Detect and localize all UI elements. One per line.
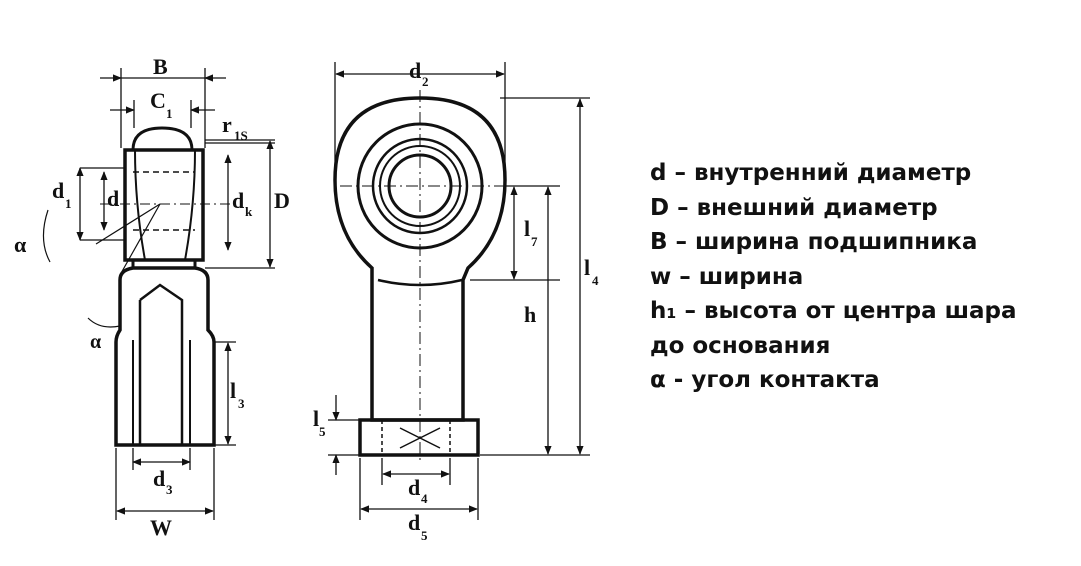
label-r1s-sub: 1S [234,128,248,143]
legend-line-D: D – внешний диаметр [650,194,938,221]
legend-line-w: w – ширина [650,263,804,290]
label-l3: l [230,378,236,403]
label-dk-sub: k [245,204,253,219]
label-d4: d [408,475,420,500]
label-W: W [150,515,172,540]
label-l7: l [524,216,530,241]
label-d3-sub: 3 [166,482,173,497]
label-alpha-2: α [90,331,101,353]
legend: d – внутренний диаметр D – внешний диаме… [650,156,1070,398]
legend-line-d: d – внутренний диаметр [650,160,972,186]
label-l4: l [584,255,590,280]
legend-line-alpha: α - угол контакта [650,367,880,393]
front-view [333,90,560,460]
label-D: D [274,188,290,213]
front-view-dimensions [328,62,590,520]
dimension-labels: B C 1 r 1S d 1 d d k D α α l 3 d 3 W d 2… [14,54,599,543]
label-l4-sub: 4 [592,273,599,288]
label-l3-sub: 3 [238,396,245,411]
legend-line-h1-cont: до основания [650,332,831,359]
label-dk: d [232,188,244,213]
label-B: B [153,54,168,79]
label-l7-sub: 7 [531,234,538,249]
label-d2-sub: 2 [422,74,429,89]
label-d3: d [153,466,165,491]
label-d: d [107,186,119,211]
side-view-dimensions [76,68,275,520]
side-view [42,126,230,447]
legend-line-B: B – ширина подшипника [650,229,978,255]
label-d1: d [52,178,64,203]
label-l5-sub: 5 [319,424,326,439]
label-r1s: r [222,112,232,137]
label-C1: C [150,88,166,113]
label-h1: h [524,302,536,327]
label-l5: l [313,406,319,431]
legend-line-h1: h₁ – высота от центра шара [650,298,1017,324]
label-C1-sub: 1 [166,106,173,121]
label-d1-sub: 1 [65,196,72,211]
label-d5: d [408,510,420,535]
label-d2: d [409,58,421,83]
label-d5-sub: 5 [421,528,428,543]
label-d4-sub: 4 [421,491,428,506]
label-alpha-1: α [14,232,27,257]
